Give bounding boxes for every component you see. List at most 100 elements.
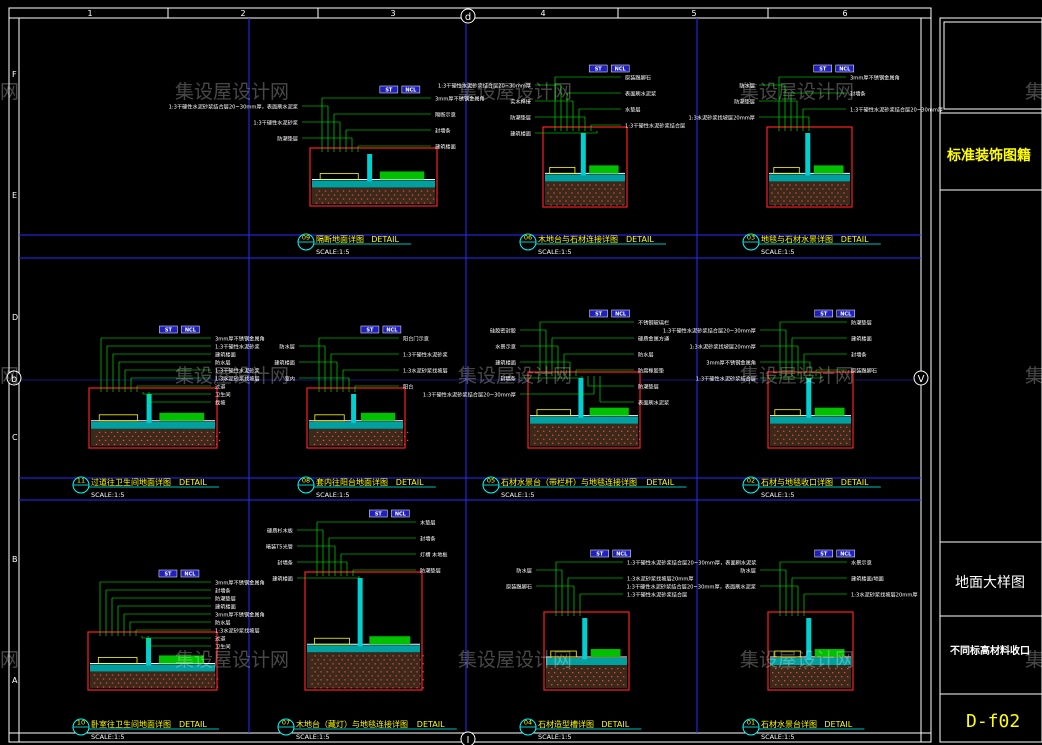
slab-dot <box>777 430 779 432</box>
slab-dot <box>314 655 316 657</box>
slab-dot <box>101 443 104 445</box>
slab-dot <box>110 439 113 441</box>
slab-dot <box>362 687 364 689</box>
slab-dot <box>397 443 400 445</box>
watermark-left-0: 网 <box>0 81 19 103</box>
slab-dot <box>615 438 617 440</box>
slab-dot <box>422 687 424 689</box>
slab-dot <box>212 439 215 441</box>
slab-dot <box>600 434 602 436</box>
slab-dot <box>835 684 837 686</box>
slab-dot <box>122 431 125 433</box>
slab-dot <box>554 672 556 674</box>
slab-dot <box>611 684 613 686</box>
slab-dot <box>359 659 361 661</box>
slab-dot <box>195 674 198 676</box>
slab-dot <box>113 435 116 437</box>
slab-dot <box>577 200 579 202</box>
slab-dot <box>388 431 391 433</box>
slab-dot <box>326 663 328 665</box>
slab-dot <box>93 682 96 684</box>
slab-dot <box>565 192 567 194</box>
slab-dot <box>332 655 334 657</box>
detail-06-label-0: 原装踢脚石 <box>625 74 651 82</box>
slab-dot <box>326 687 328 689</box>
slab-dot <box>319 435 322 437</box>
slab-dot <box>350 655 352 657</box>
slab-dot <box>201 682 204 684</box>
slab-dot <box>802 672 804 674</box>
slab-dot <box>129 674 132 676</box>
slab-dot <box>177 674 180 676</box>
detail-08-title: 套内往阳台地面详图 <box>316 477 388 487</box>
slab-dot <box>583 200 585 202</box>
slab-dot <box>389 683 391 685</box>
detail-02-label-4: 封墙条 <box>851 351 867 359</box>
slab-dot <box>840 196 842 198</box>
slab-dot <box>363 194 366 196</box>
slab-dot <box>413 667 415 669</box>
slab-dot <box>191 435 194 437</box>
slab-dot <box>573 438 575 440</box>
slab-dot <box>795 184 797 186</box>
slab-dot <box>117 674 120 676</box>
detail-02-label-0: 防潮垫层 <box>851 319 872 327</box>
slab-dot <box>400 431 403 433</box>
slab-dot <box>203 435 206 437</box>
slab-dot <box>120 686 123 688</box>
slab-dot <box>825 192 827 194</box>
slab-dot <box>356 663 358 665</box>
slab-dot <box>329 659 331 661</box>
slab-dot <box>804 426 806 428</box>
slab-dot <box>395 675 397 677</box>
slab-dot <box>810 442 812 444</box>
slab-dot <box>807 430 809 432</box>
slab-dot <box>600 426 602 428</box>
detail-03-label-4: 1:3干硬性水泥砂浆结合层20~30mm厚 <box>850 106 943 114</box>
watermark-4: 集设屋设计网 <box>458 365 572 387</box>
title-block-code-box <box>939 693 1042 743</box>
slab-dot <box>135 682 138 684</box>
slab-dot <box>414 190 417 192</box>
slab-dot <box>580 196 582 198</box>
slab-dot <box>114 678 117 680</box>
slab-dot <box>390 198 393 200</box>
slab-dot <box>209 443 212 445</box>
slab-dot <box>775 668 777 670</box>
slab-dot <box>368 663 370 665</box>
slab-dot <box>540 434 542 436</box>
slab-dot <box>548 680 550 682</box>
slab-dot <box>161 443 164 445</box>
slab-dot <box>147 674 150 676</box>
slab-dot <box>557 676 559 678</box>
slab-dot <box>209 435 212 437</box>
slab-dot <box>159 674 162 676</box>
slab-dot <box>378 198 381 200</box>
slab-dot <box>347 667 349 669</box>
slab-dot <box>407 659 409 661</box>
slab-dot <box>341 675 343 677</box>
slab-dot <box>385 443 388 445</box>
slab-dot <box>371 667 373 669</box>
slab-dot <box>558 442 560 444</box>
slab-dot <box>624 434 626 436</box>
slab-dot <box>343 443 346 445</box>
slab-dot <box>565 200 567 202</box>
slab-dot <box>786 434 788 436</box>
slab-dot <box>120 678 123 680</box>
slab-dot <box>612 426 614 428</box>
slab-dot <box>429 202 432 204</box>
slab-dot <box>107 435 110 437</box>
slab-dot <box>780 442 782 444</box>
detail-06-edge-trim <box>580 133 586 176</box>
slab-dot <box>846 442 848 444</box>
slab-dot <box>792 434 794 436</box>
slab-dot <box>591 430 593 432</box>
slab-dot <box>804 434 806 436</box>
slab-dot <box>559 192 561 194</box>
slab-dot <box>392 663 394 665</box>
slab-dot <box>622 188 624 190</box>
slab-dot <box>598 204 600 206</box>
slab-dot <box>395 659 397 661</box>
slab-dot <box>840 426 842 428</box>
